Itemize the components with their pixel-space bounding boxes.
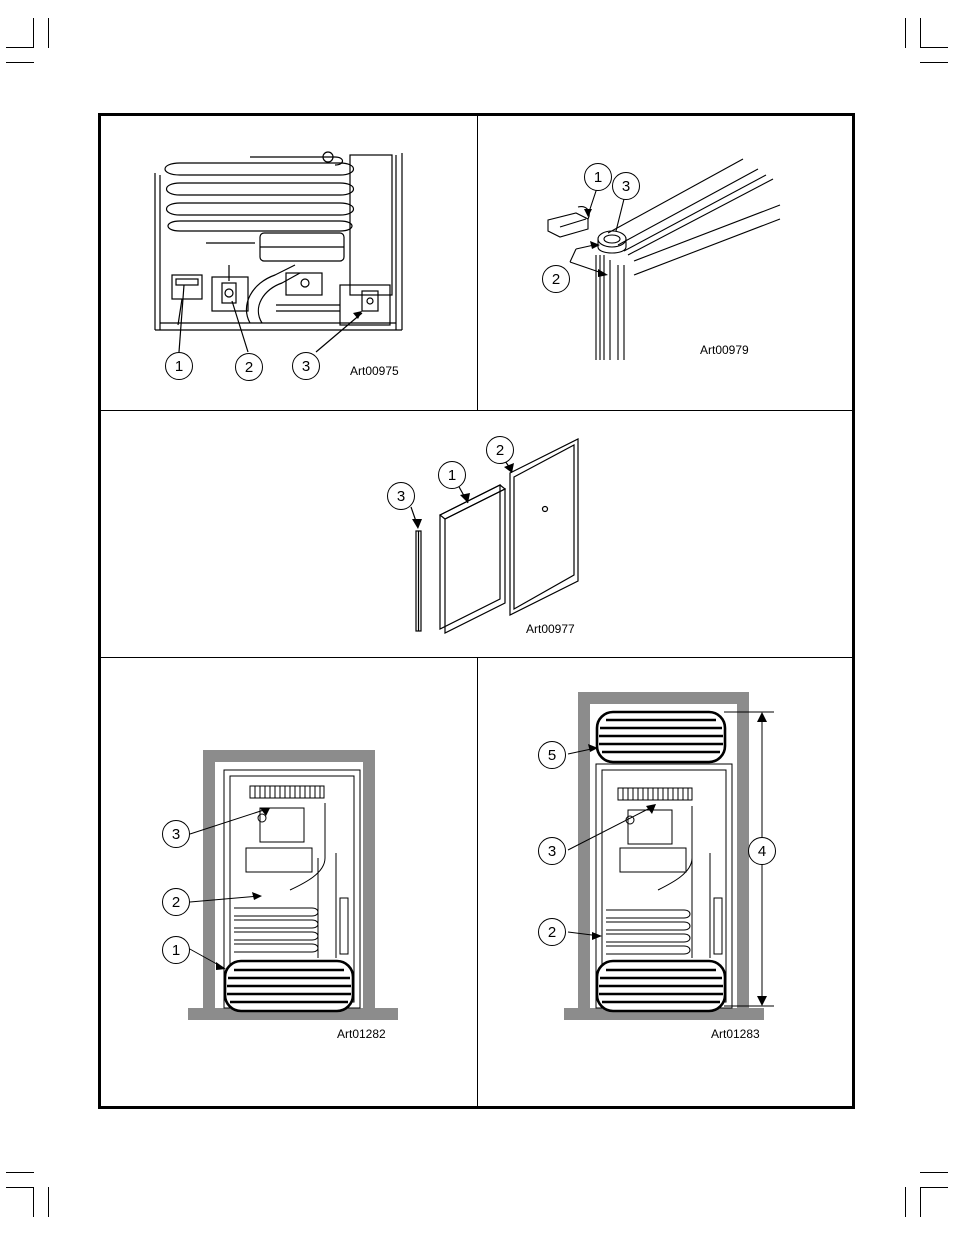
crop-mark xyxy=(6,1172,34,1173)
callout-2: 2 xyxy=(538,918,566,946)
art-reference: Art00977 xyxy=(526,622,575,636)
crop-mark xyxy=(920,18,921,48)
crop-mark xyxy=(905,18,906,48)
callout-3: 3 xyxy=(538,837,566,865)
figure-frame xyxy=(98,113,855,1109)
callout-3: 3 xyxy=(162,820,190,848)
callout-2: 2 xyxy=(235,353,263,381)
divider xyxy=(477,658,478,1107)
door-assembly-illustration xyxy=(410,438,579,634)
divider xyxy=(100,410,853,411)
callout-2: 2 xyxy=(486,436,514,464)
callout-1: 1 xyxy=(584,163,612,191)
crop-mark xyxy=(920,47,948,48)
callout-2: 2 xyxy=(542,265,570,293)
callout-1: 1 xyxy=(165,352,193,380)
rear-components-illustration xyxy=(154,151,403,353)
callout-5: 5 xyxy=(538,741,566,769)
crop-mark xyxy=(33,1187,34,1217)
callout-4: 4 xyxy=(748,837,776,865)
crop-mark xyxy=(48,18,49,48)
panel-installation-lower-vent: 3 2 1 Art01282 xyxy=(100,658,477,1107)
callout-3: 3 xyxy=(612,172,640,200)
panel-installation-two-vents: 5 3 4 2 Art01283 xyxy=(478,658,853,1107)
crop-mark xyxy=(920,1187,921,1217)
art-reference: Art01282 xyxy=(337,1027,386,1041)
two-vents-illustration xyxy=(564,692,774,1020)
panel-door-assembly: 2 1 3 Art00977 xyxy=(100,411,853,657)
callout-2: 2 xyxy=(162,888,190,916)
callout-3: 3 xyxy=(387,482,415,510)
crop-mark xyxy=(920,1172,948,1173)
callout-1: 1 xyxy=(162,936,190,964)
crop-mark xyxy=(905,1187,906,1217)
panel-rear-components: 1 2 3 Art00975 xyxy=(100,115,476,410)
panel-door-hinge: 1 3 2 Art00979 xyxy=(478,115,853,410)
art-reference: Art00979 xyxy=(700,343,749,357)
callout-3: 3 xyxy=(292,352,320,380)
crop-mark xyxy=(6,62,34,63)
crop-mark xyxy=(920,62,948,63)
divider xyxy=(100,657,853,658)
crop-mark xyxy=(48,1187,49,1217)
crop-mark xyxy=(920,1187,948,1188)
crop-mark xyxy=(6,1187,34,1188)
crop-mark xyxy=(6,47,34,48)
lower-vent-illustration xyxy=(187,750,398,1020)
art-reference: Art01283 xyxy=(711,1027,760,1041)
crop-mark xyxy=(33,18,34,48)
door-hinge-illustration xyxy=(547,158,781,360)
divider xyxy=(477,115,478,411)
art-reference: Art00975 xyxy=(350,364,399,378)
callout-1: 1 xyxy=(438,461,466,489)
